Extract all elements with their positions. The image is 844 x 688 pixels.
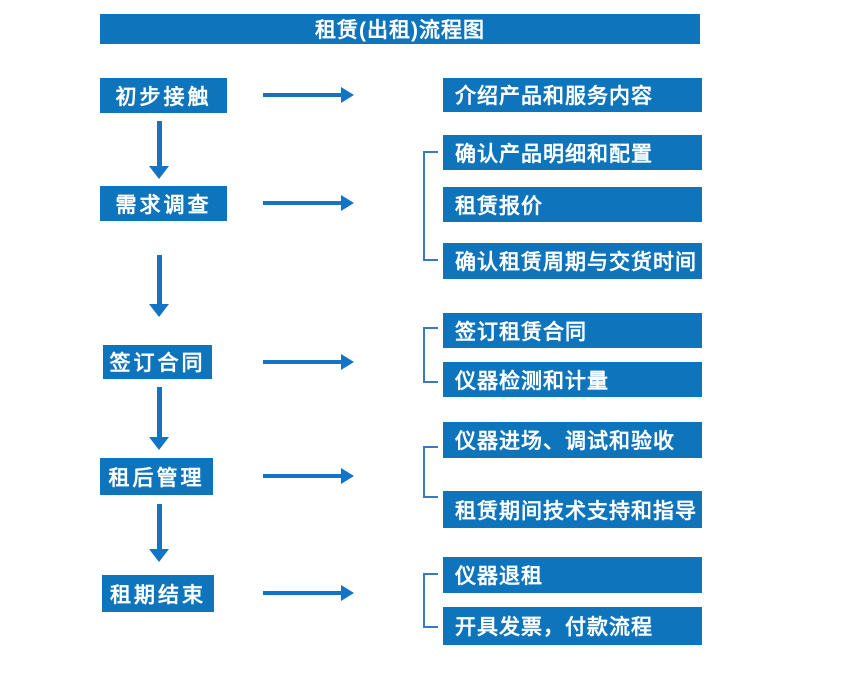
detail-box: 仪器退租	[443, 557, 702, 593]
detail-box: 租赁期间技术支持和指导	[443, 491, 702, 528]
stage-box-sign-contract: 签订合同	[103, 345, 212, 379]
bracket-icon	[423, 573, 438, 628]
stage-box-initial-contact: 初步接触	[100, 78, 227, 113]
detail-box: 签订租赁合同	[443, 313, 702, 348]
bracket-icon	[423, 446, 438, 498]
arrow-right-icon	[263, 87, 354, 103]
detail-box: 仪器检测和计量	[443, 362, 702, 397]
arrow-down-icon	[149, 387, 169, 450]
detail-box: 确认租赁周期与交货时间	[443, 243, 702, 279]
arrow-down-icon	[149, 255, 169, 317]
stage-box-post-rental-management: 租后管理	[100, 458, 213, 495]
arrow-down-icon	[149, 504, 169, 562]
stage-box-demand-survey: 需求调查	[100, 186, 227, 221]
detail-box: 仪器进场、调试和验收	[443, 422, 702, 458]
arrow-right-icon	[263, 195, 354, 211]
detail-box: 开具发票，付款流程	[443, 607, 702, 645]
detail-box: 确认产品明细和配置	[443, 135, 702, 170]
stage-box-rental-end: 租期结束	[102, 575, 214, 612]
detail-box: 介绍产品和服务内容	[443, 78, 702, 112]
detail-box: 租赁报价	[443, 187, 702, 222]
arrow-right-icon	[263, 585, 354, 601]
arrow-right-icon	[263, 354, 354, 370]
arrow-down-icon	[149, 121, 169, 179]
flowchart-title: 租赁(出租)流程图	[100, 14, 700, 44]
arrow-right-icon	[263, 468, 354, 484]
bracket-icon	[423, 151, 438, 261]
bracket-icon	[423, 327, 438, 383]
